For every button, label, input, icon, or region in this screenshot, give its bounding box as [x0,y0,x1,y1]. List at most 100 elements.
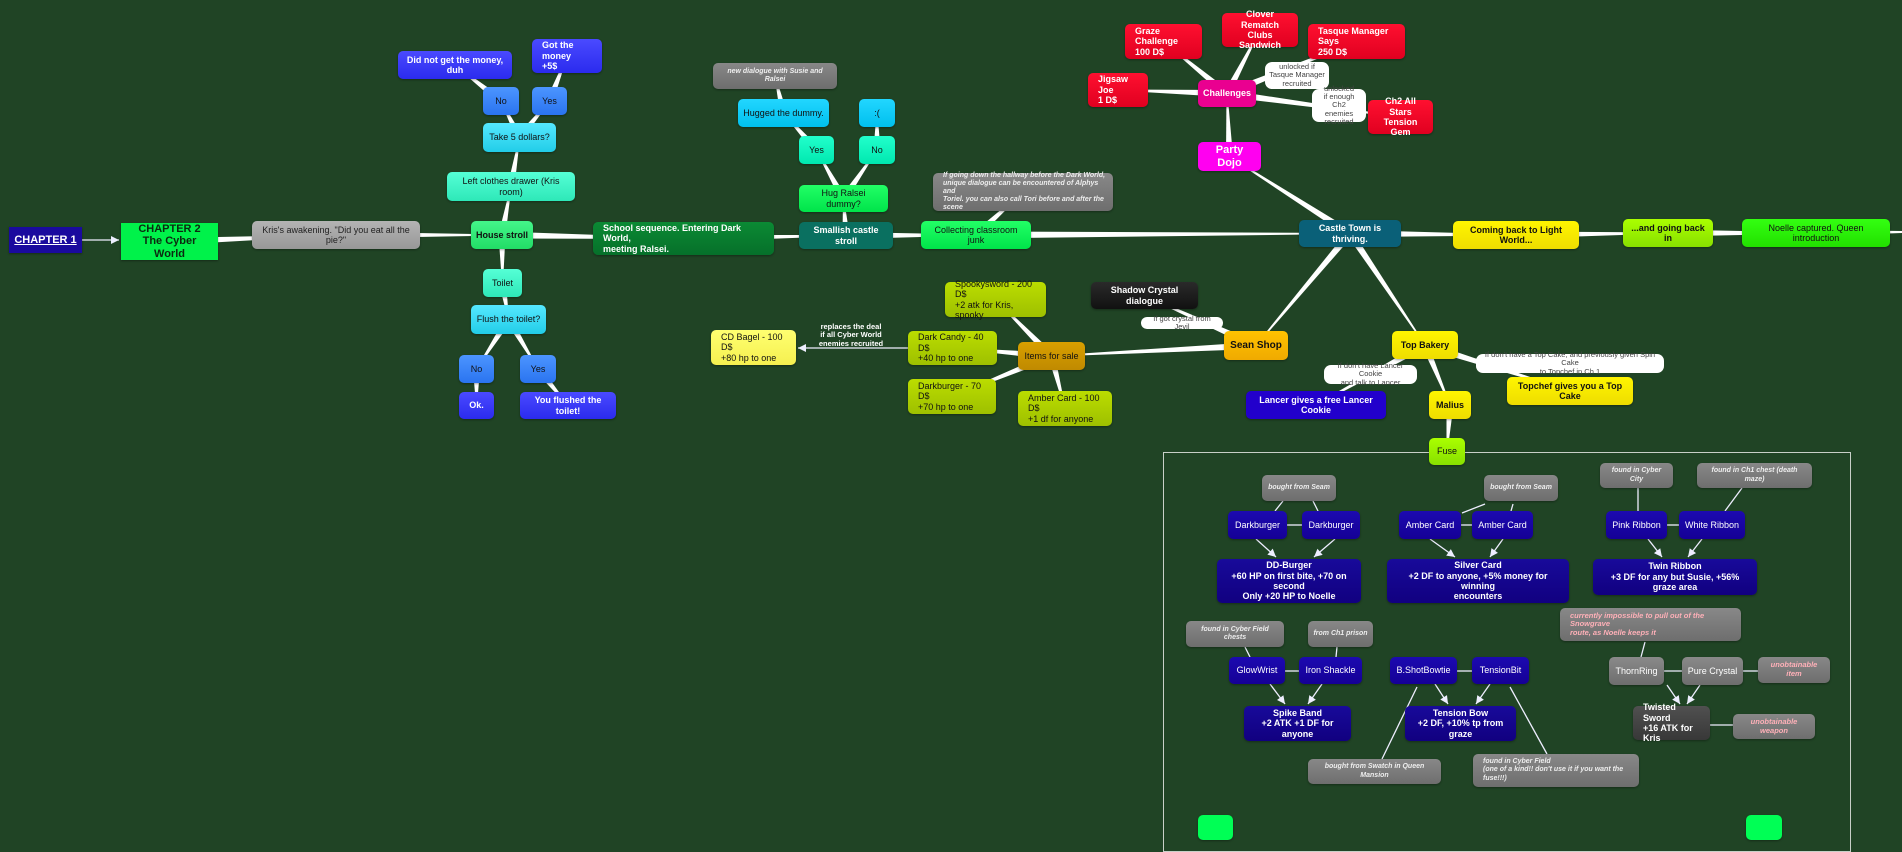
node-snowgrave[interactable]: currently impossible to pull out of the … [1560,608,1741,641]
node-cyberfield[interactable]: found in Cyber Field (one of a kind!! do… [1473,754,1639,787]
node-seam2[interactable]: bought from Seam [1484,475,1558,501]
node-tasque[interactable]: Tasque Manager Says 250 D$ [1308,24,1405,59]
arrowhead-icon [798,344,806,352]
node-swatch[interactable]: bought from Swatch in Queen Mansion [1308,759,1441,784]
connector-castle-bakery [1347,231,1426,346]
node-tbow[interactable]: Tension Bow +2 DF, +10% tp from graze [1405,706,1516,741]
arrowhead-icon [1687,695,1695,704]
node-noelle[interactable]: Noelle captured. Queen introduction [1742,219,1890,247]
fuse-link [1510,503,1514,512]
node-items[interactable]: Items for sale [1018,342,1085,370]
node-cdbagel[interactable]: CD Bagel - 100 D$ +80 hp to one [711,330,796,365]
node-db2[interactable]: Darkburger [1302,511,1360,539]
node-shadow[interactable]: Shadow Crystal dialogue [1091,282,1198,309]
edge-label-replaces-deal: replaces the deal if all Cyber World ene… [818,322,884,348]
node-toilet[interactable]: Toilet [483,269,522,297]
node-amber[interactable]: Amber Card - 100 D$ +1 df for anyone [1018,391,1112,426]
node-castle[interactable]: Castle Town is thriving. [1299,220,1401,247]
node-no3[interactable]: No [859,136,895,164]
node-twin[interactable]: Twin Ribbon +3 DF for any but Susie, +56… [1593,559,1757,595]
node-no2[interactable]: No [459,355,494,383]
node-darkburger[interactable]: Darkburger - 70 D$ +70 hp to one [908,379,996,414]
node-unweapon[interactable]: unobtainable weapon [1733,714,1815,739]
edge-label-lancer-condition: If don't have Lancer Cookie and talk to … [1324,362,1417,386]
node-pure[interactable]: Pure Crystal [1682,657,1743,685]
node-ok[interactable]: Ok. [459,392,494,419]
node-clover[interactable]: Clover Rematch Clubs Sandwich [1222,9,1298,50]
node-graze[interactable]: Graze Challenge 100 D$ [1125,24,1202,59]
node-prison[interactable]: from Ch1 prison [1308,621,1373,647]
arrowhead-icon [1672,695,1680,704]
node-white[interactable]: White Ribbon [1679,511,1745,539]
node-dojo[interactable]: Party Dojo [1198,142,1261,171]
node-collecting[interactable]: Collecting classroom junk [921,221,1031,249]
node-goingback[interactable]: ...and going back in [1623,219,1713,247]
node-darkcandy[interactable]: Dark Candy - 40 D$ +40 hp to one [908,331,997,365]
node-ch2[interactable]: CHAPTER 2 The Cyber World [121,223,218,260]
node-unitem[interactable]: unobtainable item [1758,657,1830,683]
node-ddburger[interactable]: DD-Burger +60 HP on first bite, +70 on s… [1217,559,1361,603]
connector-collecting-castle [975,231,1351,239]
node-flushed[interactable]: You flushed the toilet! [520,392,616,419]
node-spooky[interactable]: Spookysword - 200 D$ +2 atk for Kris, sp… [945,279,1046,320]
fuse-link [1274,500,1284,512]
node-challenges[interactable]: Challenges [1198,80,1256,107]
edge-label-tasque-unlock: unlocked if Tasque Manager recruited [1265,62,1329,89]
node-sean[interactable]: Sean Shop [1224,331,1288,360]
node-hugged[interactable]: Hugged the dummy. [738,99,829,127]
node-topchef[interactable]: Topchef gives you a Top Cake [1507,377,1633,405]
node-malius[interactable]: Malius [1429,391,1471,419]
node-hug[interactable]: Hug Ralsei dummy? [799,185,888,212]
node-yes1[interactable]: Yes [532,87,567,115]
node-green1[interactable] [1198,815,1233,840]
fuse-link [1244,646,1251,658]
node-bowtie[interactable]: B.ShotBowtie [1390,657,1457,684]
node-fuse[interactable]: Fuse [1429,438,1465,465]
node-bakery[interactable]: Top Bakery [1392,331,1458,359]
edge-label-jevil: If got crystal from Jevil [1141,314,1223,331]
node-ac1[interactable]: Amber Card [1399,511,1461,539]
node-iron[interactable]: Iron Shackle [1299,657,1362,684]
node-take5[interactable]: Take 5 dollars? [483,123,556,152]
connector-castle-sean [1255,231,1353,346]
node-spike[interactable]: Spike Band +2 ATK +1 DF for anyone [1244,706,1351,741]
node-cybercity[interactable]: found in Cyber City [1600,463,1673,488]
node-silver[interactable]: Silver Card +2 DF to anyone, +5% money f… [1387,559,1569,603]
node-glow[interactable]: GlowWrist [1229,657,1285,684]
node-coming[interactable]: Coming back to Light World... [1453,221,1579,249]
node-ifgoing[interactable]: If going down the hallway before the Dar… [933,172,1113,211]
node-newdlg[interactable]: new dialogue with Susie and Ralsei [713,63,837,89]
node-jigsaw[interactable]: Jigsaw Joe 1 D$ [1088,73,1148,107]
node-got[interactable]: Got the money +5$ [532,39,602,73]
node-kris[interactable]: Kris's awakening. "Did you eat all the p… [252,221,420,249]
node-seam1[interactable]: bought from Seam [1262,475,1336,501]
node-clothes[interactable]: Left clothes drawer (Kris room) [447,172,575,201]
node-yes2[interactable]: Yes [520,355,556,383]
node-smallish[interactable]: Smallish castle stroll [799,222,893,249]
node-house[interactable]: House stroll [471,221,533,249]
fuse-link [1461,503,1486,514]
node-no1[interactable]: No [483,87,519,115]
node-sad[interactable]: :( [859,99,895,127]
node-twisted[interactable]: Twisted Sword +16 ATK for Kris [1633,702,1710,743]
node-yes3[interactable]: Yes [799,136,834,164]
node-db1[interactable]: Darkburger [1228,511,1287,539]
edge-label-topcake-condition: If don't have a Top Cake, and previously… [1476,351,1664,375]
node-tbit[interactable]: TensionBit [1472,657,1529,684]
node-flush[interactable]: Flush the toilet? [471,305,546,334]
fuse-link [1509,686,1548,755]
node-school[interactable]: School sequence. Entering Dark World, me… [593,222,774,255]
arrowhead-icon [111,236,119,244]
node-cfchests[interactable]: found in Cyber Field chests [1186,621,1284,647]
node-didnot[interactable]: Did not get the money, duh [398,51,512,79]
node-lancer[interactable]: Lancer gives a free Lancer Cookie [1246,391,1386,419]
node-ch1[interactable]: CHAPTER 1 [9,227,82,253]
node-deathmaze[interactable]: found in Ch1 chest (death maze) [1697,463,1812,488]
node-thorn[interactable]: ThornRing [1609,657,1664,685]
node-ac2[interactable]: Amber Card [1472,511,1533,539]
fuse-link [1312,500,1319,512]
arrowhead-icon [1308,695,1316,704]
node-green2[interactable] [1746,815,1782,840]
node-allstars[interactable]: Ch2 All Stars Tension Gem [1368,96,1433,137]
node-pink[interactable]: Pink Ribbon [1606,511,1667,539]
